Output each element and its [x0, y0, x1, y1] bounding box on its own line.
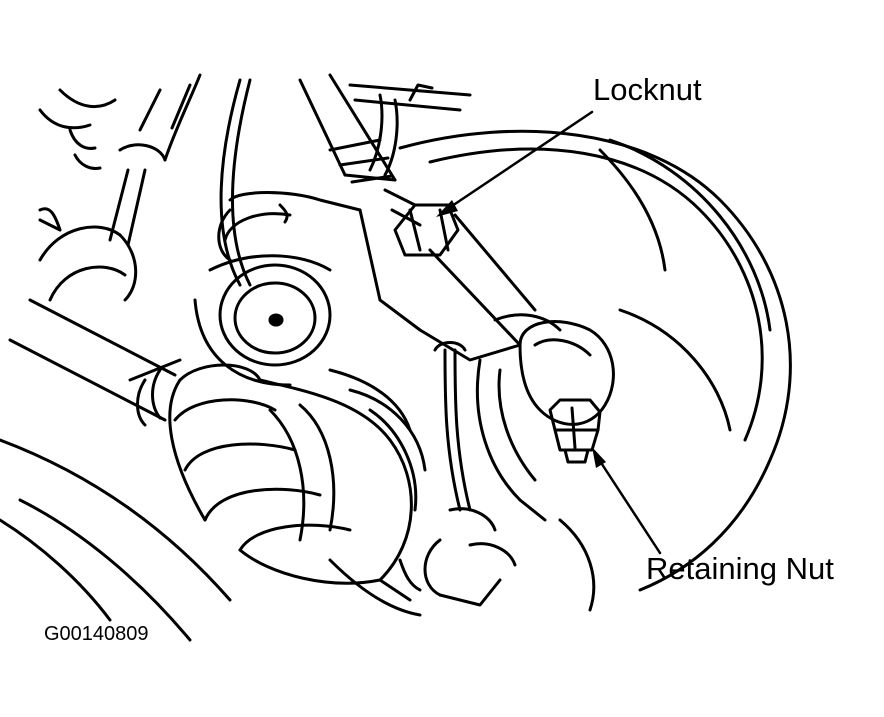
locknut-arrow	[436, 110, 594, 217]
retaining-nut-part	[548, 398, 602, 464]
tie-rod	[298, 73, 537, 347]
steering-knuckle	[217, 191, 547, 522]
retaining-nut-label: Retaining Nut	[646, 551, 834, 586]
figure-id: G00140809	[44, 623, 149, 645]
retaining-nut-arrow	[592, 447, 662, 555]
upper-linkage	[38, 83, 472, 177]
locknut-hex	[393, 203, 460, 257]
drive-shaft	[8, 298, 182, 427]
brake-rotor	[398, 129, 792, 612]
lower-arm	[0, 438, 422, 642]
locknut-label: Locknut	[593, 72, 702, 107]
brake-hose	[219, 78, 517, 607]
strut-bracket	[38, 73, 202, 302]
cv-boot	[168, 363, 427, 585]
tie-rod-end	[493, 313, 615, 426]
